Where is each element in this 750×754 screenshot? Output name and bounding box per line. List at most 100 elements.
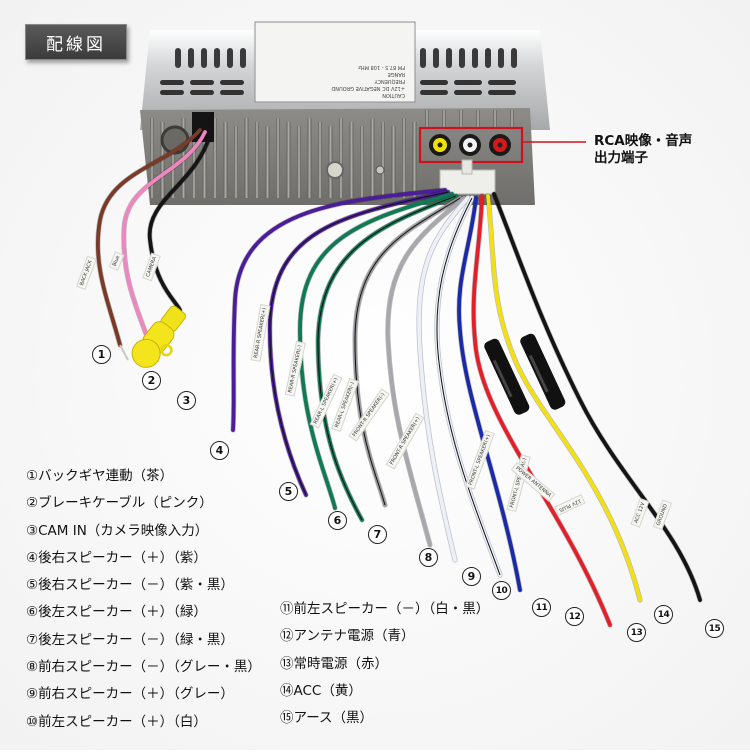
vent-slot [188,48,194,68]
camera-rca-plug [131,305,186,368]
wire-12 [457,196,522,592]
heatsink-panel [140,108,535,205]
vent-slot [485,48,491,68]
wire-number-badge: 2 [142,371,161,390]
wire-number-badge: 9 [462,567,481,586]
device-label-line: RANGE [388,71,405,77]
vent-slot [420,90,448,95]
heatsink-fin [255,122,259,198]
wire-number-badge: 8 [419,548,438,567]
fuse-body [520,333,566,410]
wire-1 [95,128,202,347]
rca-jack-pin [437,142,443,148]
wire-stripe [436,197,501,576]
legend-item: ⑥後左スピーカー（＋）（緑） [26,604,207,621]
vent-slot [459,48,465,68]
heatsink-fin [171,126,175,198]
wire-15 [492,192,702,602]
wire-stripe [269,191,449,496]
wire-number-badge: 12 [565,607,584,626]
vent-slot [420,80,448,85]
vent-slot [227,48,233,68]
wire-number-badge: 15 [705,619,724,638]
heatsink-fin [297,126,301,198]
vent-slot [420,48,426,68]
vent-slot [472,48,478,68]
vent-slots-left [160,48,246,95]
wire-group [95,127,703,628]
heatsink-fin [425,110,429,128]
vent-slots-right [420,48,517,95]
vent-slot [454,80,482,85]
vent-slot [160,90,184,95]
legend-item: ①バックギヤ連動（茶） [26,468,174,484]
legend-item: ⑧前右スピーカー（－）（グレー・黒） [26,659,261,676]
rca-output-callout: RCA映像・音声 出力端子 [594,133,692,167]
legend-item: ⑦後左スピーカー（－）（緑・黒） [26,631,234,648]
legend-item: ⑫アンテナ電源（青） [280,628,415,645]
rca-plug-icon [131,305,186,368]
heatsink-fin [318,122,322,198]
vent-slot [190,80,214,85]
vent-slot [160,80,184,85]
heatsink-fin [381,122,385,198]
heatsink-fin [265,126,270,198]
vent-slot [433,48,439,68]
legend-item: ③CAM IN（カメラ映像入力） [26,522,209,539]
heatsink-fin [286,122,291,198]
legend-item: ②ブレーキケーブル（ピンク） [26,495,213,512]
head-unit-device: CAUTION+12V DC NEGATIVE GROUNDFREQUENCYR… [140,21,586,205]
wire-number-badge: 4 [210,441,229,460]
connector-latch [461,159,473,175]
vent-slot [488,80,516,85]
fuse-highlight [528,354,549,393]
vent-slot [190,90,214,95]
fuse-highlight [492,359,513,398]
vent-slot [454,90,482,95]
heatsink-fin [339,118,343,198]
heatsink-fin [202,126,207,198]
heatsink-fin [412,122,417,198]
bare-wire-end [119,344,129,361]
screw-icon [375,165,385,175]
heatsink-fin [442,110,446,128]
heatsink-fin [192,122,196,198]
heatsink-fin [213,118,217,198]
wire-14 [486,194,642,602]
callout-line-2: 出力端子 [594,150,648,166]
legend-item: ⑮アース（黒） [280,710,374,727]
rca-jack-pin [467,142,473,148]
heatsink-fin [349,122,354,198]
wire-number-badge: 1 [92,345,111,364]
rca-plug-loop [160,343,173,357]
legend-item: ⑪前左スピーカー（－）（白・黒） [280,601,490,617]
device-label-line: CAUTION [382,92,405,98]
legend-item: ⑩前左スピーカー（＋）（白） [26,713,207,730]
wire-stripe [317,195,457,521]
wire-2 [121,130,207,347]
rca-jack-pin [497,142,503,148]
heatsink-fin [223,122,228,198]
device-label-text: CAUTION+12V DC NEGATIVE GROUNDFREQUENCYR… [331,64,405,98]
vent-slot [220,80,244,85]
wire-number-badge: 7 [368,525,387,544]
fuse-holder-icon [520,333,566,410]
legend-column-2: ⑪前左スピーカー（－）（白・黒） ⑫アンテナ電源（青） ⑬常時電源（赤） ⑭AC… [280,596,489,732]
heatsink-fin [459,110,463,128]
vent-slot [220,90,244,95]
vent-slot [201,48,207,68]
heatsink-fin [402,118,406,198]
fuse-holder-icon [484,338,530,415]
vent-slot [446,48,452,68]
wire-number-badge: 10 [492,581,511,600]
fuse-body [484,338,530,415]
heatsink-fin [510,110,514,128]
device-label-line: FREQUENCY [374,78,405,84]
heatsink-fin [328,126,333,198]
heatsink-fin [493,110,497,128]
device-label-line: +12V DC NEGATIVE GROUND [331,85,405,91]
vent-slot [240,48,246,68]
legend-item: ⑭ACC（黄） [280,682,362,699]
